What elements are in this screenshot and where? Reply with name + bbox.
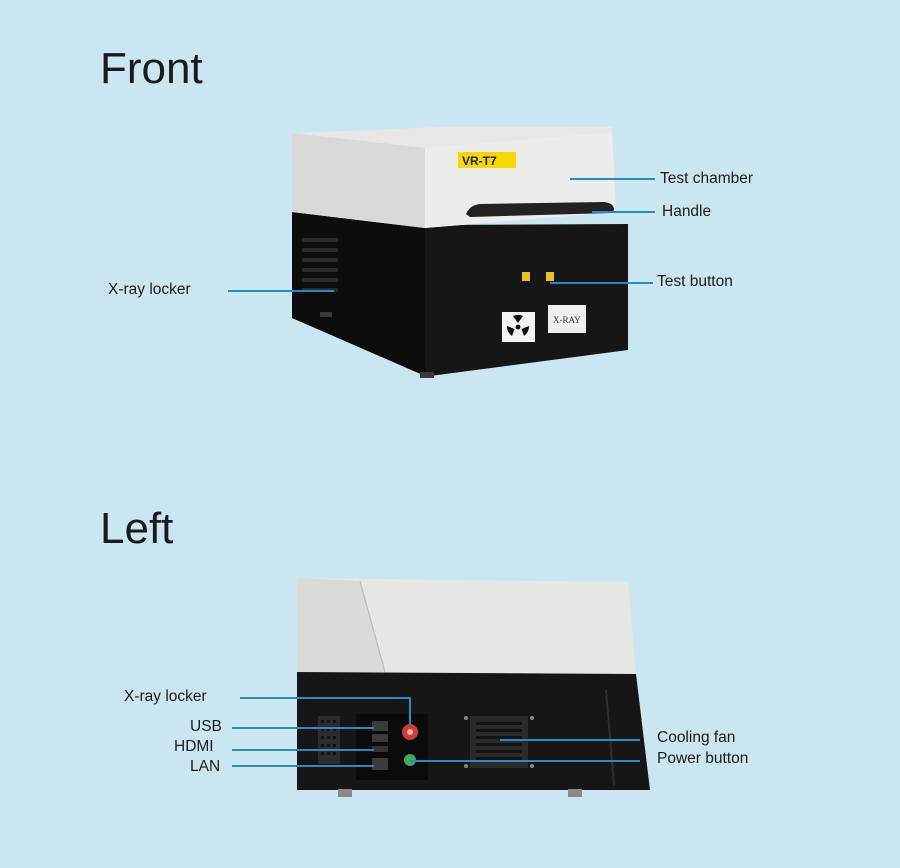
label-lan: LAN [190,758,221,775]
label-left-xray-locker: X-ray locker [124,688,207,705]
left-small-vent [318,716,340,764]
left-heading: Left [100,504,174,553]
label-front-xray-locker: X-ray locker [108,281,191,298]
svg-text:VR-T7: VR-T7 [462,154,497,168]
leader-usb [232,727,374,729]
cooling-fan-grille [464,716,534,768]
label-handle: Handle [662,203,712,220]
label-power-button: Power button [657,750,749,767]
front-heading: Front [100,44,203,93]
label-usb: USB [190,718,222,735]
lan-port [372,758,388,770]
front-handle [466,202,614,217]
leader-lan [232,765,374,767]
leader-hdmi [232,749,374,751]
front-xray-sticker [548,305,586,333]
left-io-panel [356,714,428,780]
leader-cooling-fan [500,739,640,741]
left-test-chamber [297,578,636,674]
leader-handle [592,211,655,213]
usb-port [372,721,388,731]
leader-front-xray-locker [228,290,334,292]
front-test-button-right [546,272,554,281]
front-model-badge [458,152,516,168]
leader-left-xray-locker [240,697,410,699]
front-test-button-left [522,272,530,281]
radiation-icon [506,314,530,336]
leader-left-xray-locker-drop [409,697,411,725]
leader-test-button [550,282,653,284]
leader-test-chamber [570,178,655,180]
hdmi-port [372,746,388,752]
label-test-button: Test button [657,273,733,290]
label-test-chamber: Test chamber [660,170,754,187]
label-cooling-fan: Cooling fan [657,729,736,746]
leader-power-button [410,760,640,762]
label-hdmi: HDMI [174,738,214,755]
svg-text:X-RAY: X-RAY [553,315,581,325]
